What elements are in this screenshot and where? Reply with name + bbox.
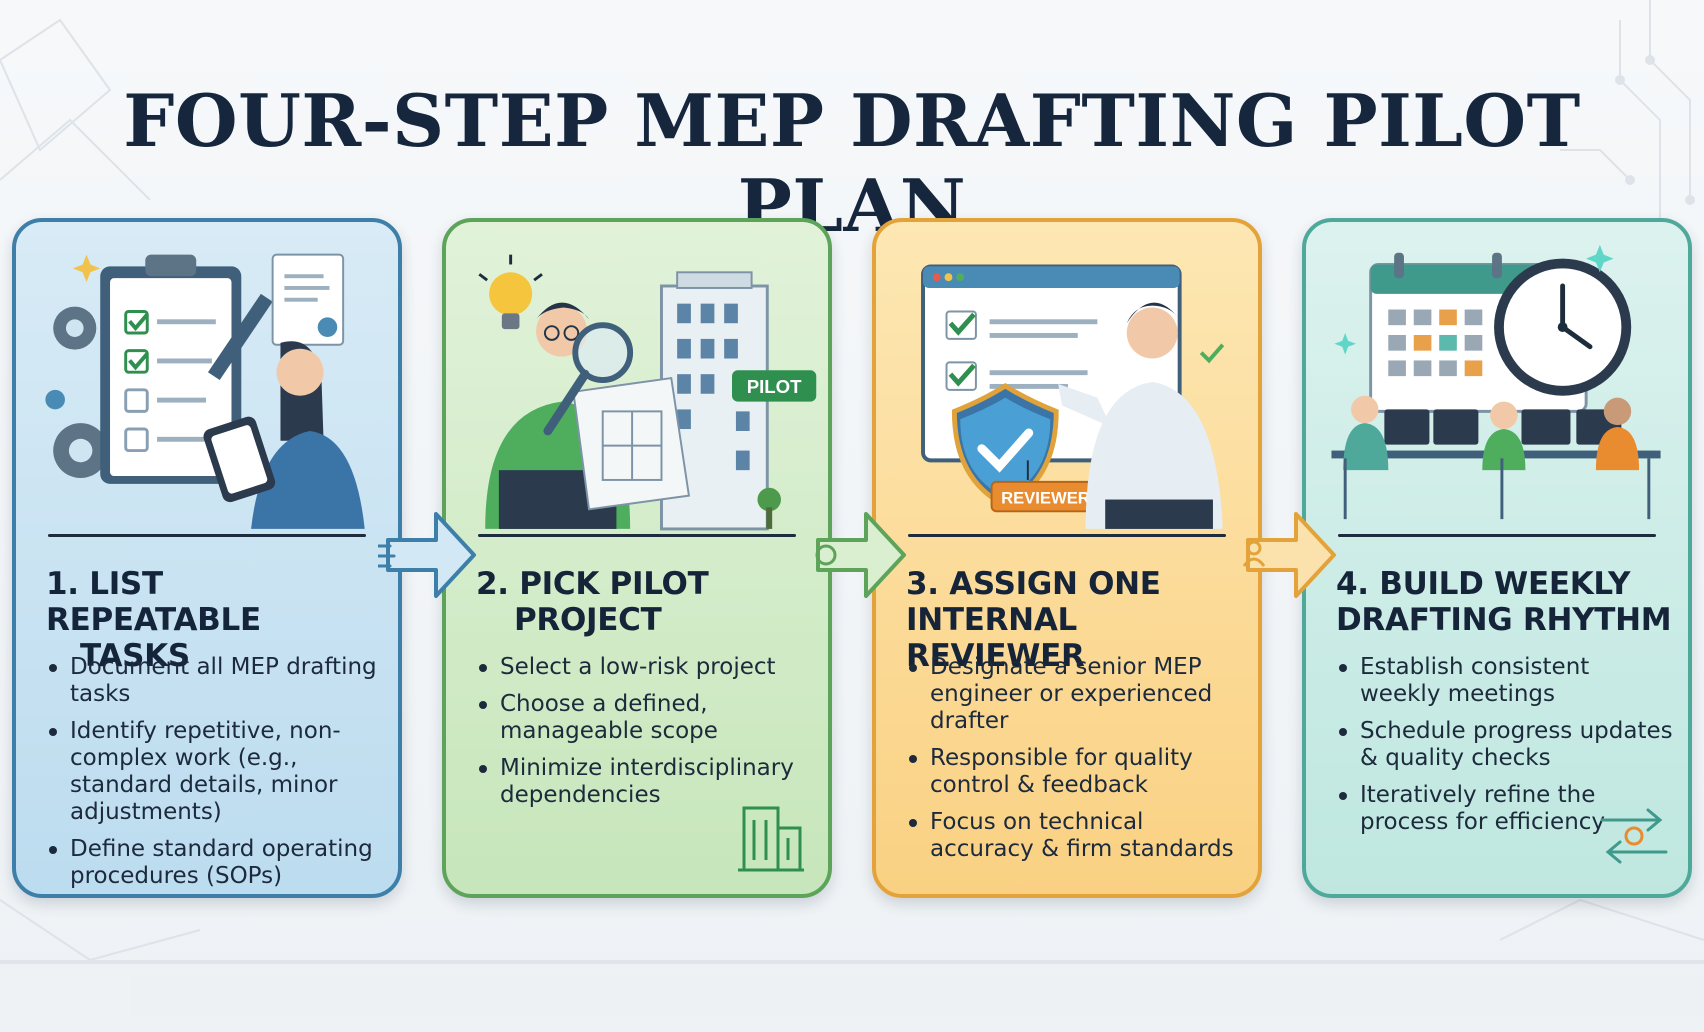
arrow-right-icon bbox=[1242, 512, 1336, 598]
list-item: Document all MEP drafting tasks bbox=[46, 654, 384, 708]
footer-divider bbox=[0, 960, 1704, 964]
list-item: Iteratively refine the process for effic… bbox=[1336, 782, 1674, 836]
tablet-icon bbox=[203, 416, 276, 503]
arrow-right-icon bbox=[815, 512, 906, 598]
step-1-illustration bbox=[45, 253, 365, 529]
footer-band bbox=[130, 975, 1704, 1015]
magnifier-icon bbox=[543, 322, 634, 436]
step-3-bullets: Designate a senior MEP engineer or exper… bbox=[906, 654, 1244, 873]
list-item: Define standard operating procedures (SO… bbox=[46, 836, 384, 890]
step-3-illustration: REVIEWER bbox=[921, 264, 1225, 529]
list-item: Schedule progress updates & quality chec… bbox=[1336, 718, 1674, 772]
list-item: Minimize interdisciplinary dependencies bbox=[476, 755, 814, 809]
list-item: Designate a senior MEP engineer or exper… bbox=[906, 654, 1244, 735]
step-2-illustration: PILOT bbox=[478, 254, 817, 531]
small-building-icon bbox=[738, 806, 804, 872]
list-item: Establish consistent weekly meetings bbox=[1336, 654, 1674, 708]
person-reviewer bbox=[1058, 302, 1225, 529]
list-item: Choose a defined, manageable scope bbox=[476, 691, 814, 745]
cycle-arrows-icon bbox=[1600, 808, 1668, 864]
arrow-right-icon bbox=[378, 512, 476, 598]
list-item: Select a low-risk project bbox=[476, 654, 814, 681]
team-desks-icon bbox=[1331, 395, 1661, 520]
clock-icon bbox=[1494, 258, 1632, 396]
blueprint-icon bbox=[572, 376, 691, 511]
lightbulb-icon bbox=[478, 254, 543, 330]
step-2-bullets: Select a low-risk project Choose a defin… bbox=[476, 654, 814, 819]
reviewer-badge: REVIEWER bbox=[990, 460, 1101, 513]
step-1-bullets: Document all MEP drafting tasks Identify… bbox=[46, 654, 384, 894]
divider-line bbox=[908, 534, 1226, 537]
document-icon bbox=[271, 253, 345, 346]
step-4-bullets: Establish consistent weekly meetings Sch… bbox=[1336, 654, 1674, 846]
clipboard-checklist-icon bbox=[100, 254, 273, 484]
svg-text:REVIEWER: REVIEWER bbox=[1001, 488, 1090, 507]
svg-text:PILOT: PILOT bbox=[747, 376, 802, 397]
gear-icon bbox=[45, 306, 109, 478]
list-item: Responsible for quality control & feedba… bbox=[906, 745, 1244, 799]
step-4-illustration bbox=[1331, 244, 1661, 520]
divider-line bbox=[1338, 534, 1656, 537]
divider-line bbox=[478, 534, 796, 537]
person-with-tablet bbox=[203, 341, 365, 529]
list-item: Focus on technical accuracy & firm stand… bbox=[906, 809, 1244, 863]
list-item: Identify repetitive, non-complex work (e… bbox=[46, 718, 384, 826]
divider-line bbox=[48, 534, 366, 537]
pilot-badge: PILOT bbox=[732, 370, 817, 402]
